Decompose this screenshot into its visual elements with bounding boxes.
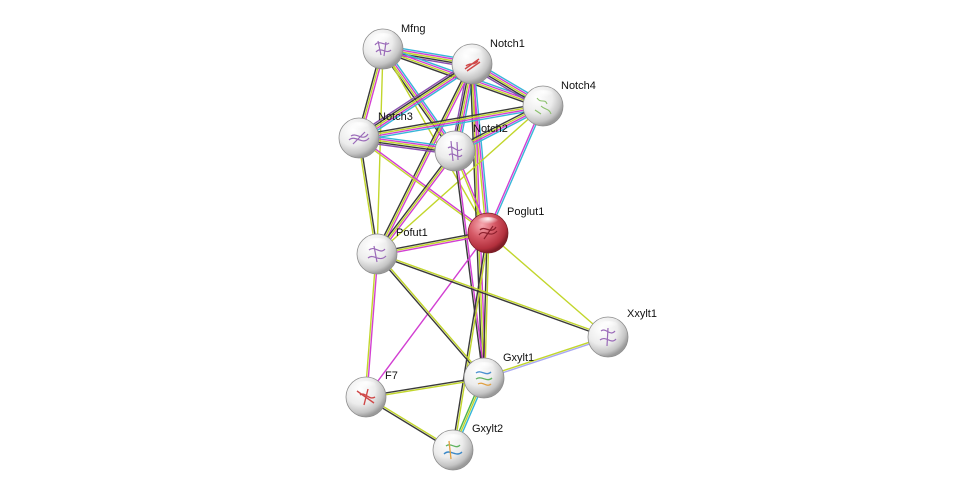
edge-notch1-notch3[interactable] [356,60,475,142]
edge-line-yellow_green [484,232,490,379]
node-gxylt1[interactable]: Gxylt1 [463,352,534,399]
protein-structure-multicolor-icon [443,451,463,455]
node-label-notch1: Notch1 [490,38,525,50]
node-label-notch4: Notch4 [561,80,596,92]
edge-line-yellow_green [453,232,490,451]
edge-line-cyan [473,63,491,234]
node-pofut1[interactable]: Pofut1 [356,227,428,275]
node-notch3[interactable]: Notch3 [338,111,413,159]
edge-line-yellow_green [376,63,473,255]
edge-line-magenta [358,106,544,140]
protein-structure-red-icon [464,58,481,72]
edge-line-purple [356,60,471,136]
edge-line-lavender [483,337,609,380]
edge-line-magenta [365,232,489,398]
edge-poglut1-gxylt2[interactable] [451,232,490,451]
edge-xxylt1-gxylt1[interactable] [483,335,609,380]
edge-line-black [374,149,455,254]
node-gxylt2[interactable]: Gxylt2 [432,423,503,471]
protein-structure-purple-icon [374,40,392,57]
protein-structure-red-icon [356,388,376,406]
edge-line-yellow_green [357,138,489,235]
protein-structure-purple-icon [447,140,463,162]
edge-line-cyan [384,46,458,151]
edge-line-yellow_green [376,252,486,379]
node-f7[interactable]: F7 [345,370,398,418]
node-notch2[interactable]: Notch2 [434,123,508,172]
node-notch1[interactable]: Notch1 [451,38,525,85]
node-label-mfng: Mfng [401,23,425,35]
node-label-gxylt2: Gxylt2 [472,423,503,435]
node-notch4[interactable]: Notch4 [522,80,596,127]
edge-notch3-poglut1[interactable] [357,136,490,235]
edge-notch4-poglut1[interactable] [486,104,545,235]
edge-poglut1-f7[interactable] [365,232,489,398]
edge-line-magenta [383,47,457,152]
protein-structure-purple-icon [367,245,387,263]
edge-line-cyan [488,105,545,235]
node-label-poglut1: Poglut1 [507,206,544,218]
edge-line-black [375,253,485,380]
edge-line-magenta [455,150,486,379]
node-label-notch2: Notch2 [473,123,508,135]
edge-line-magenta [358,136,490,233]
edge-notch1-pofut1[interactable] [374,62,475,256]
edge-line-black [374,62,472,254]
edge-line-black [357,61,472,138]
edge-pofut1-gxylt1[interactable] [375,252,486,380]
edge-line-yellow_green [376,252,609,337]
edge-line-black [357,102,544,137]
node-mfng[interactable]: Mfng [362,23,425,70]
edge-line-magenta [377,64,475,256]
protein-structure-red-icon [478,225,498,240]
edge-notch2-gxylt1[interactable] [453,150,486,379]
edge-poglut1-xxylt1[interactable] [487,232,609,338]
protein-structure-purple-icon [599,327,617,347]
edge-line-cyan [360,66,475,142]
edge-notch2-pofut1[interactable] [374,149,458,256]
edge-line-magenta [359,64,474,141]
edge-line-yellow_green [376,150,456,255]
edge-pofut1-xxylt1[interactable] [376,252,609,339]
edge-poglut1-gxylt1[interactable] [482,232,490,379]
node-label-notch3: Notch3 [378,111,413,123]
node-label-gxylt1: Gxylt1 [503,352,534,364]
edge-notch4-notch3[interactable] [357,102,545,142]
node-label-pofut1: Pofut1 [396,227,428,239]
protein-structure-multicolor-icon [475,371,492,375]
edge-line-black [451,232,488,451]
edge-line-yellow_green [483,335,609,378]
nodes-layer: Mfng Notch1 Notch4 Notch3 Notch2 [338,23,657,471]
node-label-f7: F7 [385,370,398,382]
protein-structure-purple-icon [348,131,370,145]
edge-line-cyan [358,107,545,142]
edge-line-yellow_green [358,104,544,138]
edge-line-yellow_green [364,253,377,398]
edge-line-black [453,150,484,379]
edge-line-black [376,254,609,339]
edge-pofut1-f7[interactable] [364,253,379,398]
node-label-xxylt1: Xxylt1 [627,308,657,320]
edge-line-magenta [366,253,379,398]
edge-line-magenta [486,104,543,234]
edge-line-magenta [377,151,458,256]
edge-line-black [482,232,488,379]
edge-line-yellow_green [487,232,609,338]
node-xxylt1[interactable]: Xxylt1 [587,308,657,358]
node-poglut1[interactable]: Poglut1 [467,206,544,254]
edge-line-yellow_green [358,63,473,139]
